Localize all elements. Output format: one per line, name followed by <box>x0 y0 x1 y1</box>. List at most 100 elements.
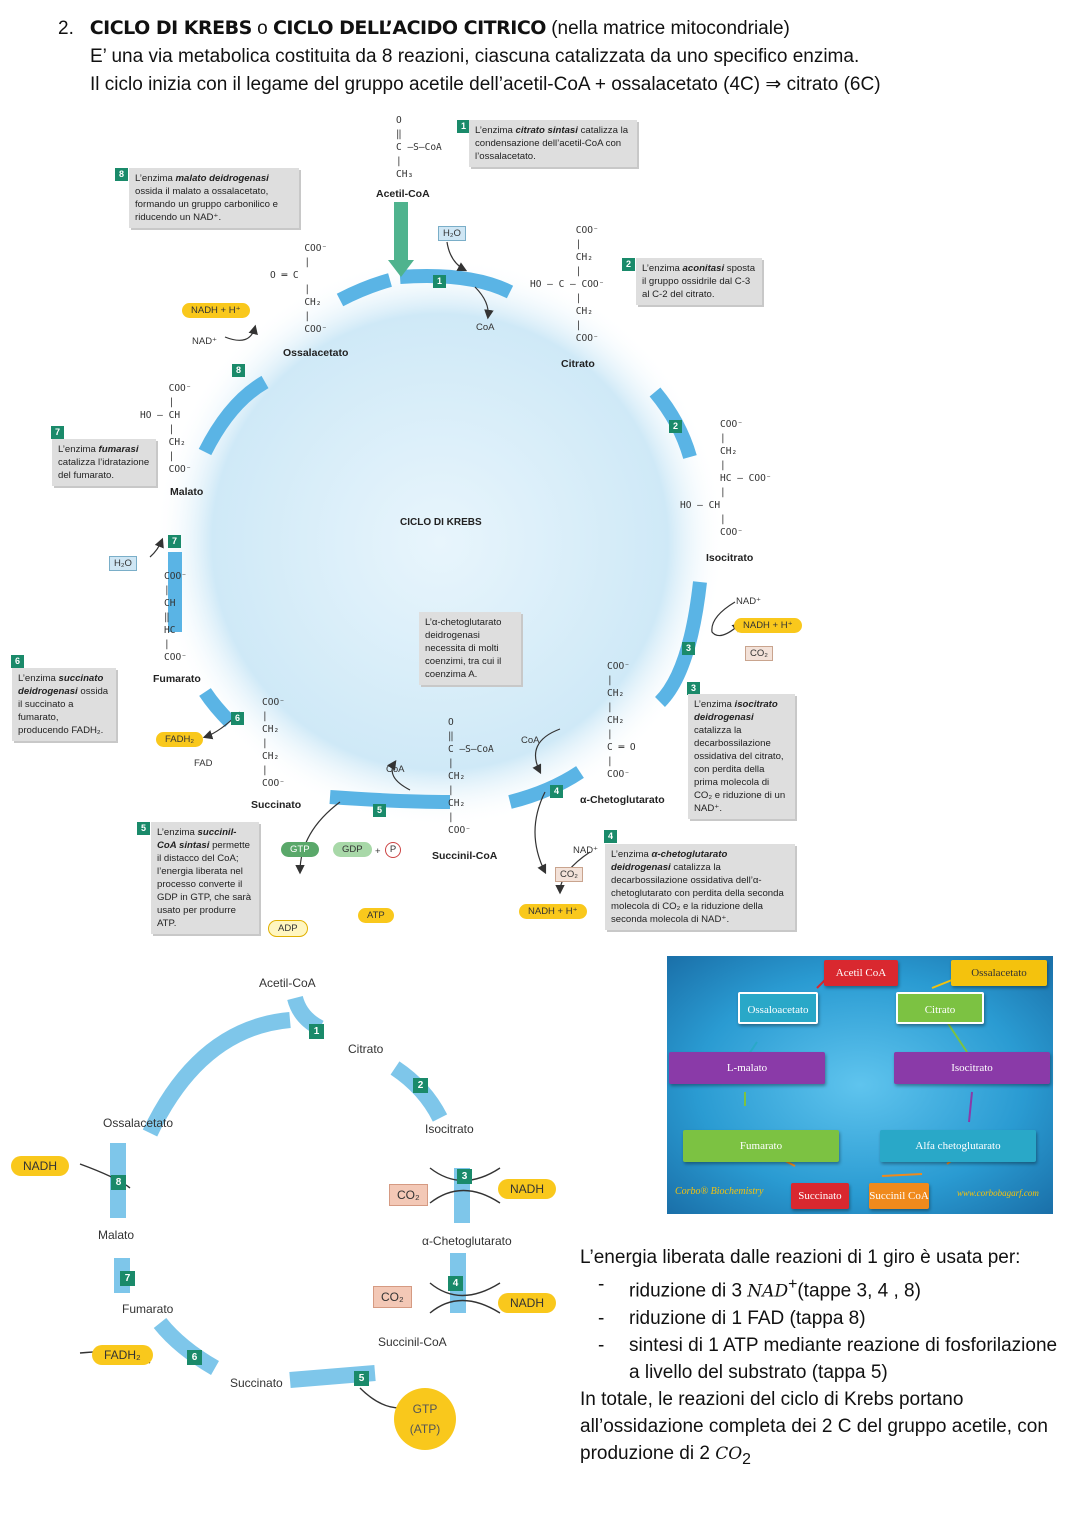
c-lmalato: L-malato <box>669 1052 825 1084</box>
s-step-4: 4 <box>448 1276 463 1291</box>
step-badge-2: 2 <box>622 258 635 271</box>
acetyl-arrow-head <box>388 260 414 277</box>
c-succinato: Succinato <box>791 1183 849 1209</box>
h2o-label-1: H₂O <box>438 226 466 241</box>
structure-ossalacetato: COO⁻ | O ═ C | CH₂ | COO⁻ <box>270 243 328 335</box>
arrow-step6 <box>199 688 235 727</box>
step-badge-8b: 8 <box>115 168 128 181</box>
header: 2. CICLO DI KREBS o CICLO DELL’ACIDO CIT… <box>58 14 1058 99</box>
s-acetil: Acetil-CoA <box>259 976 316 990</box>
c-citrato: Citrato <box>896 992 984 1024</box>
atp-pill: ATP <box>358 908 394 923</box>
krebs-simple-diagram: Acetil-CoA 1 Citrato 2 Isocitrato 3 CO₂ … <box>0 968 580 1450</box>
adp-pill: ADP <box>268 920 308 937</box>
label-citrato: Citrato <box>561 358 595 370</box>
energy-item-2: riduzione di 1 FAD (tappa 8) <box>598 1305 1060 1332</box>
energy-summary: L’energia liberata dalle reazioni di 1 g… <box>580 1244 1060 1473</box>
step-badge-4: 4 <box>550 785 563 798</box>
s-citrato: Citrato <box>348 1042 384 1056</box>
c-fumarato: Fumarato <box>683 1130 839 1162</box>
c-isocitrato: Isocitrato <box>894 1052 1050 1084</box>
intro-line-2: Il ciclo inizia con il legame del gruppo… <box>90 74 881 95</box>
c-alfa: Alfa chetoglutarato <box>880 1130 1036 1162</box>
s-nadh-8: NADH <box>11 1156 70 1176</box>
step-badge-8: 8 <box>232 364 245 377</box>
note-step-4: L’enzima α-chetoglutarato deidrogenasi c… <box>605 844 795 930</box>
nadh-pill-4: NADH + H⁺ <box>519 904 587 919</box>
step-badge-3b: 3 <box>687 682 700 695</box>
nad-label-4: NAD⁺ <box>573 845 599 856</box>
structure-succinato: COO⁻ | CH₂ | CH₂ | COO⁻ <box>262 697 285 789</box>
s-step-1: 1 <box>309 1024 324 1039</box>
s-cheto: α-Chetoglutarato <box>422 1234 512 1248</box>
section-title: 2. CICLO DI KREBS o CICLO DELL’ACIDO CIT… <box>58 17 790 39</box>
label-ossalacetato: Ossalacetato <box>283 347 349 359</box>
s-step-6: 6 <box>187 1350 202 1365</box>
s-co2-4: CO₂ <box>373 1286 412 1308</box>
label-acetil-coa: Acetil-CoA <box>376 188 430 200</box>
s-succinato: Succinato <box>230 1376 283 1390</box>
energy-item-3: sintesi di 1 ATP mediante reazione di fo… <box>598 1332 1060 1386</box>
c-acetil: Acetil CoA <box>824 960 898 986</box>
structure-malato: COO⁻ | HO — CH | CH₂ | COO⁻ <box>140 383 192 475</box>
arrow-step5 <box>329 790 451 809</box>
s-fumarato: Fumarato <box>122 1302 174 1316</box>
plus-sign: + <box>375 846 381 857</box>
s-step-8: 8 <box>111 1175 126 1190</box>
c-ossalacetato-top: Ossalacetato <box>951 960 1047 986</box>
coa-label-4: CoA <box>521 735 540 746</box>
step-badge-1: 1 <box>457 120 470 133</box>
label-chetoglutarato: α-Chetoglutarato <box>580 794 665 806</box>
note-coenzymes: L’α-chetoglutarato deidrogenasi necessit… <box>419 612 521 685</box>
note-step-1: L’enzima citrato sintasi catalizza la co… <box>469 120 637 167</box>
colored-arrows <box>744 977 973 1177</box>
fadh2-pill: FADH₂ <box>156 732 204 747</box>
note-step-2: L’enzima aconitasi sposta il gruppo ossi… <box>636 258 762 305</box>
nad-label-8: NAD⁺ <box>192 336 218 347</box>
krebs-detailed-diagram: 1 1 2 2 3 3 4 4 5 5 6 6 7 7 8 8 L’enzima… <box>0 112 820 942</box>
arrow-top-left <box>336 273 392 307</box>
acetyl-arrow-shaft <box>394 202 408 262</box>
s-isocitrato: Isocitrato <box>425 1122 474 1136</box>
note-step-3: L’enzima isocitrato deidrogenasi cataliz… <box>688 694 795 819</box>
arrow-step8 <box>198 375 269 456</box>
structure-fumarato: COO⁻ | CH ‖ HC | COO⁻ <box>164 571 187 663</box>
nad-label-3: NAD⁺ <box>736 596 762 607</box>
co2-box-3: CO₂ <box>745 646 773 661</box>
note-step-7: L’enzima fumarasi catalizza l’idratazion… <box>52 439 156 486</box>
h2o-label-7: H₂O <box>109 556 137 571</box>
cycle-center-label: CICLO DI KREBS <box>400 517 482 528</box>
structure-succinil-coa: O ‖ C —S—CoA | CH₂ | CH₂ | COO⁻ <box>448 717 494 836</box>
s-gtp-circle: GTP (ATP) <box>394 1388 456 1450</box>
arrow-step3 <box>654 581 707 707</box>
gtp-pill: GTP <box>281 842 319 857</box>
structure-chetoglutarato: COO⁻ | CH₂ | CH₂ | C ═ O | COO⁻ <box>607 661 636 780</box>
s-arrow-6 <box>153 1317 220 1375</box>
gdp-pill: GDP <box>333 842 372 857</box>
s-step-2: 2 <box>413 1078 428 1093</box>
energy-item-1: riduzione di 3 NAD+(tappe 3, 4 , 8) <box>598 1271 1060 1305</box>
s-fadh2: FADH₂ <box>92 1345 153 1365</box>
label-malato: Malato <box>170 486 204 498</box>
c-ossaloacetato: Ossaloacetato <box>738 992 818 1024</box>
s-nadh-4: NADH <box>498 1293 557 1313</box>
structure-isocitrato: COO⁻ | CH₂ | HC — COO⁻ | HO — CH | COO⁻ <box>680 419 772 538</box>
co2-box-4: CO₂ <box>555 867 583 882</box>
s-malato: Malato <box>98 1228 135 1242</box>
arrow-step1 <box>399 269 514 299</box>
step-badge-7: 7 <box>168 535 181 548</box>
note-step-5: L’enzima succinil-CoA sintasi permette i… <box>151 822 259 934</box>
coa-label-1: CoA <box>476 322 495 333</box>
arrow-step4 <box>508 766 584 809</box>
s-arrow-2 <box>390 1061 448 1122</box>
step-badge-5: 5 <box>373 804 386 817</box>
nadh-pill-3: NADH + H⁺ <box>734 618 802 633</box>
structure-citrato: COO⁻ | CH₂ | HO — C — COO⁻ | CH₂ | COO⁻ <box>530 225 605 344</box>
step-badge-7b: 7 <box>51 426 64 439</box>
step-badge-3: 3 <box>682 642 695 655</box>
structure-acetyl-coa: O ‖ C —S—CoA | CH₃ <box>396 115 442 180</box>
cycle-background <box>155 257 725 827</box>
c-site: www.corbobagarf.com <box>957 1188 1039 1198</box>
step-badge-5b: 5 <box>137 822 150 835</box>
s-arrow-1b <box>142 1012 291 1137</box>
